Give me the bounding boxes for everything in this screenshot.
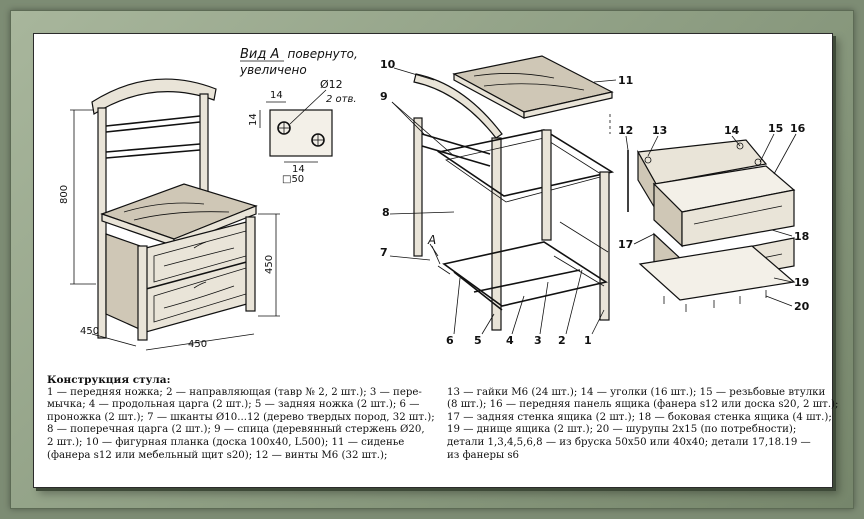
callout-view-a: A bbox=[427, 233, 436, 247]
legend-right-line-1: 13 — гайки М6 (24 шт.); 14 — уголки (16 … bbox=[447, 386, 826, 398]
screws-20 bbox=[663, 290, 767, 312]
callout-7: 7 bbox=[380, 246, 388, 259]
legend-right-line-5: детали 1,3,4,5,6,8 — из бруска 50х50 или… bbox=[447, 436, 811, 448]
back-leg-5-left bbox=[413, 117, 423, 257]
view-a-dim-diameter: Ø12 bbox=[320, 78, 343, 91]
callout-11: 11 bbox=[618, 74, 633, 87]
cross-rail-3 bbox=[473, 269, 581, 293]
view-a-dim-holes: 2 отв. bbox=[326, 94, 357, 105]
callout-2: 2 bbox=[558, 334, 566, 347]
technical-drawing: 800 450 450 450 Вид А повернуто, увеличе… bbox=[59, 43, 810, 351]
legend-right-line-4: 19 — днище ящика (2 шт.); 20 — шурупы 2х… bbox=[447, 424, 797, 436]
upper-drawer-front bbox=[681, 189, 795, 247]
view-a-detail: Вид А повернуто, увеличено 14 14 Ø12 2 о… bbox=[239, 43, 358, 185]
back-slat-1b bbox=[105, 121, 201, 133]
dim-depth-label: 450 bbox=[80, 326, 99, 337]
back-leg-5-right bbox=[491, 137, 502, 331]
lower-frame-rails bbox=[442, 241, 609, 307]
legend-left-line-6: (фанера s12 или мебельный щит s20); 12 —… bbox=[47, 449, 388, 461]
callout-16: 16 bbox=[790, 122, 806, 135]
callout-20: 20 bbox=[794, 300, 810, 313]
backrest-curved-rail bbox=[91, 78, 217, 115]
back-leg-left bbox=[97, 107, 107, 339]
exploded-frame bbox=[413, 55, 615, 331]
callout-3: 3 bbox=[534, 334, 542, 347]
assembled-chair: 800 450 450 450 bbox=[59, 78, 280, 351]
callout-10: 10 bbox=[380, 58, 396, 71]
drawer-handle-bottom bbox=[193, 281, 207, 289]
callout-14: 14 bbox=[724, 124, 740, 137]
stretcher-6 bbox=[453, 271, 503, 311]
drawer-assembly bbox=[627, 139, 796, 312]
legend-left-line-4: 8 — поперечная царга (2 шт.); 9 — спица … bbox=[47, 424, 425, 436]
dim-line-depth bbox=[91, 333, 137, 347]
view-a-title-line2: увеличено bbox=[239, 63, 307, 77]
legend-right-line-2: (8 шт.); 16 — передняя панель ящика (фан… bbox=[447, 399, 839, 411]
drawer-divider bbox=[145, 259, 255, 290]
callout-8: 8 bbox=[382, 206, 390, 219]
drawing-sheet: 800 450 450 450 Вид А повернуто, увеличе… bbox=[33, 33, 839, 488]
legend-left-line-2: мычка; 4 — продольная царга (2 шт.); 5 —… bbox=[47, 399, 420, 411]
callout-5: 5 bbox=[474, 334, 482, 347]
legend-right-line-6: из фанеры s6 bbox=[447, 449, 520, 461]
dim-width-label: 450 bbox=[188, 339, 207, 350]
legend-left: Конструкция стула: 1 — передняя ножка; 2… bbox=[47, 374, 435, 462]
callouts: 10 11 9 12 13 14 15 16 8 bbox=[380, 58, 810, 347]
front-leg-right bbox=[245, 216, 256, 312]
legend-right-line-3: 17 — задняя стенка ящика (2 шт.); 18 — б… bbox=[447, 411, 832, 423]
legend-right: 13 — гайки М6 (24 шт.); 14 — уголки (16 … bbox=[447, 374, 839, 462]
callout-4: 4 bbox=[506, 334, 514, 347]
dim-line-width bbox=[145, 333, 255, 351]
callout-19: 19 bbox=[794, 276, 809, 289]
grain-1 bbox=[123, 202, 205, 213]
view-a-dim-square: □50 bbox=[282, 174, 304, 185]
drawer-bottom-19 bbox=[638, 245, 796, 301]
front-leg-left bbox=[137, 245, 148, 341]
callout-18: 18 bbox=[794, 230, 809, 243]
view-a-plate bbox=[269, 109, 333, 157]
callout-17: 17 bbox=[618, 238, 633, 251]
back-slat-1 bbox=[105, 115, 201, 127]
callout-9: 9 bbox=[380, 90, 388, 103]
front-leg-1-right bbox=[599, 171, 610, 321]
view-a-title: Вид А повернуто, bbox=[240, 43, 358, 62]
legend-left-line-1: 1 — передняя ножка; 2 — направляющая (та… bbox=[47, 386, 422, 398]
back-slat-2b bbox=[105, 149, 201, 159]
view-a-dim-14-bottom: 14 bbox=[292, 164, 305, 175]
legend-left-line-3: проножка (2 шт.); 7 — шканты Ø10...12 (д… bbox=[47, 411, 435, 423]
callout-13: 13 bbox=[652, 124, 667, 137]
dim-height-label: 800 bbox=[59, 185, 70, 204]
view-a-dim-14-side: 14 bbox=[248, 113, 259, 126]
view-a-dim-14-top: 14 bbox=[270, 90, 283, 101]
grain-2 bbox=[133, 211, 230, 221]
drawer-handle-top bbox=[193, 241, 207, 249]
callout-1: 1 bbox=[584, 334, 592, 347]
grain-3 bbox=[163, 247, 235, 267]
dim-seat-height-label: 450 bbox=[264, 255, 275, 274]
view-a-leader bbox=[289, 89, 327, 125]
front-leg-1-left bbox=[541, 129, 552, 241]
legend-left-line-5: 2 шт.); 10 — фигурная планка (доска 100х… bbox=[47, 436, 405, 448]
grain-4 bbox=[163, 285, 235, 309]
legend-title: Конструкция стула: bbox=[47, 374, 171, 386]
top-frame-rails bbox=[436, 129, 615, 197]
callout-15: 15 bbox=[768, 122, 783, 135]
callout-12: 12 bbox=[618, 124, 633, 137]
back-slat-2 bbox=[105, 143, 201, 153]
callout-6: 6 bbox=[446, 334, 454, 347]
